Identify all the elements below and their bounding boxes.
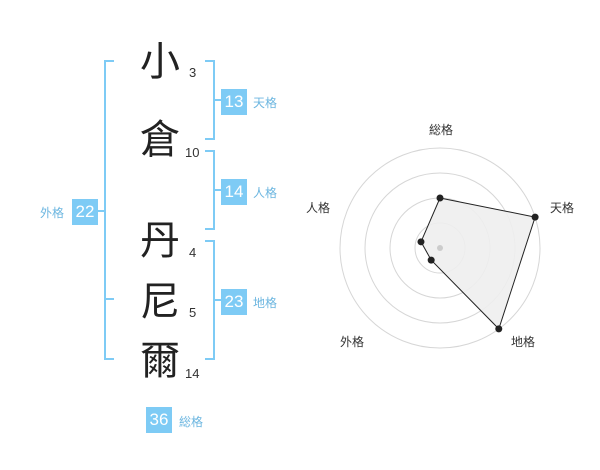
gaikaku-bracket-mid-tick <box>104 298 114 300</box>
radar-point <box>531 213 539 221</box>
chikaku-bracket <box>205 240 215 360</box>
radar-polygon <box>420 197 536 330</box>
gaikaku-bracket <box>104 60 114 360</box>
radar-center-dot <box>437 245 443 251</box>
radar-point <box>417 238 425 246</box>
radar-axis-label-gaikaku: 外格 <box>340 334 364 349</box>
gaikaku-value-badge: 22 <box>72 199 98 225</box>
name-char-2: 倉 <box>140 117 180 163</box>
radar-point <box>495 325 503 333</box>
soukaku-value-badge: 36 <box>146 407 172 433</box>
chikaku-label: 地格 <box>253 296 278 310</box>
radar-axis-label-chikaku: 地格 <box>511 334 535 349</box>
jinkaku-value-badge: 14 <box>221 179 247 205</box>
radar-points <box>417 194 539 333</box>
stroke-count-1: 3 <box>189 65 197 80</box>
tenkaku-value-badge: 13 <box>221 89 247 115</box>
radar-axis-label-jinkaku: 人格 <box>306 200 330 215</box>
jinkaku-label: 人格 <box>253 186 278 200</box>
stroke-count-5: 14 <box>185 366 200 381</box>
chikaku-value-badge: 23 <box>221 289 247 315</box>
tenkaku-bracket-tick <box>215 99 221 101</box>
name-char-5: 爾 <box>140 338 180 384</box>
tenkaku-bracket <box>205 60 215 140</box>
name-char-1: 小 <box>140 39 180 85</box>
jinkaku-bracket-tick <box>215 189 221 191</box>
stroke-count-4: 5 <box>189 305 197 320</box>
radar-ring <box>339 147 541 349</box>
gaikaku-label: 外格 <box>40 206 65 220</box>
jinkaku-bracket <box>205 150 215 230</box>
radar-point <box>436 194 444 202</box>
tenkaku-label: 天格 <box>253 96 278 110</box>
name-char-3: 丹 <box>140 218 180 264</box>
stroke-count-2: 10 <box>185 145 200 160</box>
gaikaku-bracket-tick <box>98 210 104 212</box>
radar-point <box>427 256 435 264</box>
soukaku-label: 総格 <box>179 415 204 429</box>
radar-axis-label-tenkaku: 天格 <box>550 200 574 215</box>
chikaku-bracket-tick <box>215 299 221 301</box>
name-char-4: 尼 <box>140 279 180 325</box>
stroke-count-3: 4 <box>189 245 197 260</box>
radar-axis-label-soukaku: 総格 <box>429 122 453 137</box>
